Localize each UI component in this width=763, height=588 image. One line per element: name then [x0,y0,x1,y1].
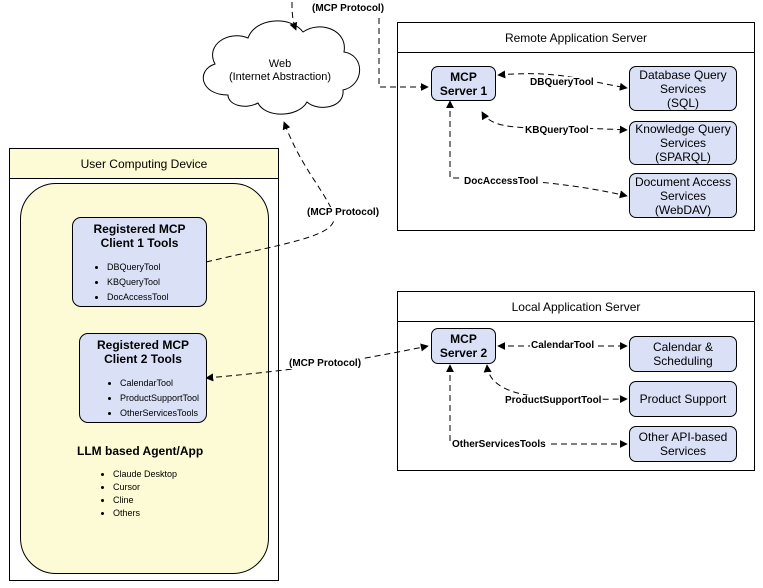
service-cal-line1: Calendar & [652,340,714,354]
protocol-label-client2: (MCP Protocol) [288,358,363,369]
client-1-title: Registered MCP Client 1 Tools [93,222,186,250]
agent-title: LLM based Agent/App [77,444,204,458]
mcp-server-1-line1: MCP [450,69,477,84]
web-cloud-label: Web (Internet Abstraction) [215,58,345,84]
remote-server-title: Remote Application Server [398,23,754,53]
tool-label-productsupport: ProductSupportTool [504,395,603,406]
mcp-server-1-line2: Server 1 [439,83,488,98]
agent-item: Cline [113,494,177,507]
service-cal-line2: Scheduling [653,354,713,368]
service-kb-line3: (SPARQL) [655,150,711,164]
connector-top-web [289,1,298,31]
connector-s1-doc [446,100,628,199]
client-2-tool-item: CalendarTool [120,376,206,391]
service-other-line2: Services [659,444,706,458]
service-db-line2: Services [659,81,706,96]
agent-list: Claude Desktop Cursor Cline Others [95,468,177,520]
tool-label-kbquery: KBQueryTool [524,125,590,136]
client-2-tools[interactable]: Registered MCP Client 2 Tools CalendarTo… [79,333,207,423]
tool-label-otherservices: OtherServicesTools [451,439,547,450]
service-calendar[interactable]: Calendar & Scheduling [629,336,737,372]
mcp-server-2-line1: MCP [450,332,477,346]
service-doc-line2: Services [659,188,706,203]
client-1-tool-item: KBQueryTool [107,275,206,290]
service-document-access[interactable]: Document Access Services (WebDAV) [629,173,737,218]
local-server-title: Local Application Server [398,292,754,322]
user-computing-device-title: User Computing Device [10,149,278,179]
service-kb-line2: Services [659,136,706,150]
web-cloud-line2: (Internet Abstraction) [228,71,332,83]
connector-s1-db [497,70,628,91]
web-cloud-shape [202,20,360,115]
tool-label-docaccess: DocAccessTool [463,176,540,187]
mcp-server-2-line2: Server 2 [439,346,488,360]
service-knowledge-query[interactable]: Knowledge Query Services (SPARQL) [629,121,737,165]
client-2-title: Registered MCP Client 2 Tools [96,338,190,366]
agent-item: Cursor [113,481,177,494]
service-product-support[interactable]: Product Support [629,381,737,417]
protocol-label-top: (MCP Protocol) [311,3,386,14]
mcp-server-1[interactable]: MCP Server 1 [431,66,496,101]
service-db-line3: (SQL) [666,95,699,110]
service-doc-line1: Document Access [634,174,732,189]
service-other-line1: Other API-based [638,430,728,444]
client-1-tool-list: DBQueryTool KBQueryTool DocAccessTool [73,260,206,305]
agent-item: Others [113,507,177,520]
service-doc-line3: (WebDAV) [654,202,712,217]
tool-label-calendar: CalendarTool [530,340,596,351]
client-2-tool-list: CalendarTool ProductSupportTool OtherSer… [80,376,206,421]
connector-web-server1 [378,8,429,91]
client-1-tools[interactable]: Registered MCP Client 1 Tools DBQueryToo… [72,217,207,307]
client-1-tool-item: DBQueryTool [107,260,206,275]
agent-item: Claude Desktop [113,468,177,481]
service-db-line1: Database Query [639,67,727,82]
service-product-line1: Product Support [639,392,727,406]
service-other-api[interactable]: Other API-based Services [629,426,737,462]
tool-label-dbquery: DBQueryTool [529,77,595,88]
service-kb-line1: Knowledge Query [635,122,731,136]
client-2-tool-item: ProductSupportTool [120,391,206,406]
service-database-query[interactable]: Database Query Services (SQL) [629,66,737,111]
client-2-tool-item: OtherServicesTools [120,406,206,421]
protocol-label-client1: (MCP Protocol) [306,207,381,218]
client-1-tool-item: DocAccessTool [107,290,206,305]
connector-client1-web [205,121,335,263]
web-cloud-line1: Web [268,58,292,70]
mcp-server-2[interactable]: MCP Server 2 [431,328,496,364]
